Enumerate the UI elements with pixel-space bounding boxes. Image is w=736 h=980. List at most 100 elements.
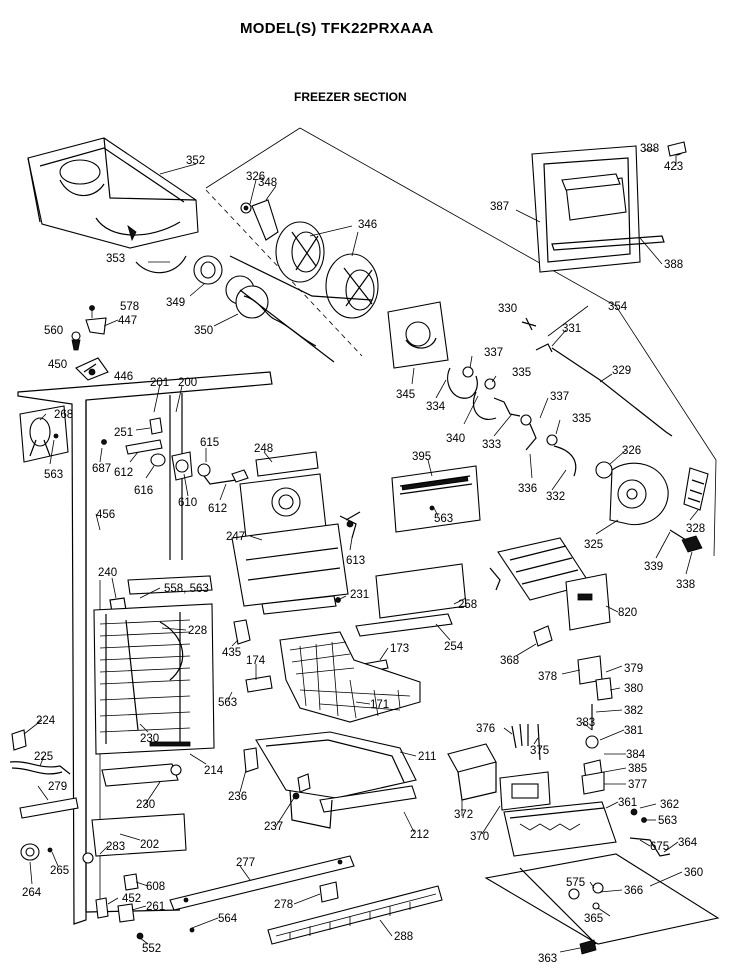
callout-224: 224 xyxy=(36,715,56,727)
callout-278: 278 xyxy=(274,899,293,911)
callout-564: 564 xyxy=(218,913,238,925)
bottom-left-hardware xyxy=(95,873,144,940)
callout-610: 610 xyxy=(178,497,197,509)
compressor-compartment xyxy=(447,723,720,955)
callout-339: 339 xyxy=(644,561,663,573)
callout-552: 552 xyxy=(142,943,161,955)
callout-268: 268 xyxy=(54,409,73,421)
callout-353: 353 xyxy=(106,253,125,265)
callout-354: 354 xyxy=(608,301,628,313)
callout-345: 345 xyxy=(396,389,415,401)
callout-368: 368 xyxy=(500,655,519,667)
left-brackets xyxy=(71,305,109,381)
bottom-rail xyxy=(169,855,443,945)
section-title: FREEZER SECTION xyxy=(294,90,407,104)
callout-346: 346 xyxy=(358,219,377,231)
ice-maker-motor xyxy=(595,461,709,553)
callout-423: 423 xyxy=(664,161,683,173)
callout-230: 230 xyxy=(136,799,155,811)
callout-364: 364 xyxy=(678,837,698,849)
callout-231: 231 xyxy=(350,589,369,601)
callout-labels: 352 326 348 346 388 423 387 388 353 349 … xyxy=(22,143,705,965)
light-socket xyxy=(19,405,69,463)
callout-337: 337 xyxy=(550,391,569,403)
callout-381: 381 xyxy=(624,725,643,737)
callout-383: 383 xyxy=(576,717,595,729)
callout-325: 325 xyxy=(584,539,603,551)
callout-240: 240 xyxy=(98,567,117,579)
callout-450: 450 xyxy=(48,359,67,371)
callout-237: 237 xyxy=(264,821,283,833)
callout-214: 214 xyxy=(204,765,224,777)
callout-372: 372 xyxy=(454,809,473,821)
callout-360: 360 xyxy=(684,867,703,879)
ice-maker xyxy=(355,537,611,637)
callout-348: 348 xyxy=(258,177,277,189)
callout-174: 174 xyxy=(246,655,266,667)
callout-558-563: 558, 563 xyxy=(164,583,209,595)
callout-331: 331 xyxy=(562,323,581,335)
callout-560: 560 xyxy=(44,325,63,337)
callout-675: 675 xyxy=(650,841,669,853)
callout-613: 613 xyxy=(346,555,365,567)
callout-612: 612 xyxy=(208,503,227,515)
ice-bucket xyxy=(27,137,199,274)
callout-377: 377 xyxy=(628,779,647,791)
callout-326: 326 xyxy=(622,445,641,457)
callout-228: 228 xyxy=(188,625,207,637)
callout-212: 212 xyxy=(410,829,429,841)
callout-575: 575 xyxy=(566,877,585,889)
callout-612: 612 xyxy=(114,467,133,479)
callout-446: 446 xyxy=(114,371,133,383)
callout-326: 326 xyxy=(246,171,265,183)
model-title: MODEL(S) TFK22PRXAAA xyxy=(240,20,434,37)
callout-333: 333 xyxy=(482,439,501,451)
callout-335: 335 xyxy=(512,367,531,379)
callout-362: 362 xyxy=(660,799,679,811)
callout-378: 378 xyxy=(538,671,557,683)
callout-329: 329 xyxy=(612,365,631,377)
ice-basket xyxy=(233,619,421,723)
callout-387: 387 xyxy=(490,201,509,213)
callout-171: 171 xyxy=(370,699,389,711)
callout-380: 380 xyxy=(624,683,643,695)
callout-201: 201 xyxy=(150,377,169,389)
callout-361: 361 xyxy=(618,797,637,809)
lower-left-parts xyxy=(9,729,94,864)
callout-376: 376 xyxy=(476,723,495,735)
callout-251: 251 xyxy=(114,427,133,439)
switch-parts xyxy=(101,417,249,485)
callout-375: 375 xyxy=(530,745,549,757)
callout-202: 202 xyxy=(140,839,159,851)
callout-248: 248 xyxy=(254,443,273,455)
callout-337: 337 xyxy=(484,347,503,359)
callout-366: 366 xyxy=(624,885,643,897)
callout-334: 334 xyxy=(426,401,446,413)
callout-820: 820 xyxy=(618,607,637,619)
callout-335: 335 xyxy=(572,413,591,425)
callout-173: 173 xyxy=(390,643,409,655)
callout-236: 236 xyxy=(228,791,247,803)
callout-363: 363 xyxy=(538,953,557,965)
callout-352: 352 xyxy=(186,155,205,167)
callout-211: 211 xyxy=(418,751,436,763)
callout-615: 615 xyxy=(200,437,219,449)
callout-370: 370 xyxy=(470,831,489,843)
callout-264: 264 xyxy=(22,887,42,899)
callout-332: 332 xyxy=(546,491,565,503)
callout-225: 225 xyxy=(34,751,53,763)
callout-279: 279 xyxy=(48,781,67,793)
callout-563: 563 xyxy=(218,697,237,709)
callout-456: 456 xyxy=(96,509,115,521)
callout-563: 563 xyxy=(658,815,677,827)
callout-336: 336 xyxy=(518,483,537,495)
callout-435: 435 xyxy=(222,647,241,659)
callout-563: 563 xyxy=(434,513,453,525)
callout-379: 379 xyxy=(624,663,643,675)
leader-lines xyxy=(23,149,699,953)
callout-258: 258 xyxy=(458,599,477,611)
ice-maker-linkage xyxy=(387,301,673,477)
callout-563: 563 xyxy=(44,469,63,481)
callout-365: 365 xyxy=(584,913,603,925)
